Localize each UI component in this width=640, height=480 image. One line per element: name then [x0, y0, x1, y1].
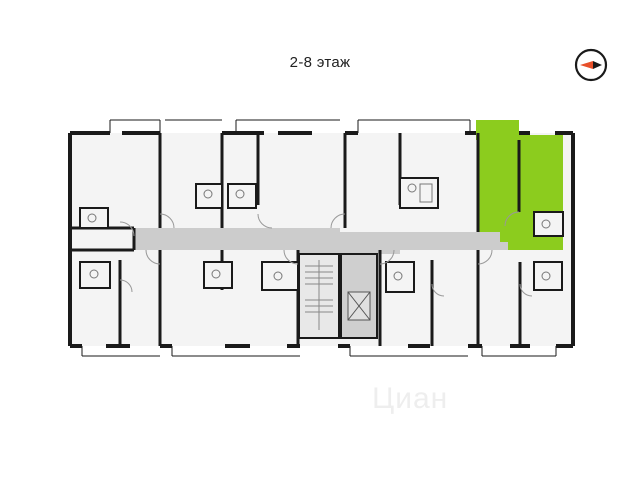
plumbing-fixtures	[87, 183, 551, 281]
windows	[81, 119, 557, 357]
bathrooms	[79, 177, 564, 293]
compass-tail	[593, 61, 602, 69]
watermark-text: Циан	[372, 382, 449, 415]
stair-steps	[305, 260, 333, 330]
corridor	[134, 228, 508, 254]
doors	[119, 211, 533, 297]
watermark-logo: Циан	[372, 382, 448, 416]
compass-icon	[574, 48, 608, 82]
outer-walls	[68, 131, 575, 348]
compass-needle	[580, 61, 593, 69]
floor-title: 2-8 этаж	[289, 54, 351, 71]
